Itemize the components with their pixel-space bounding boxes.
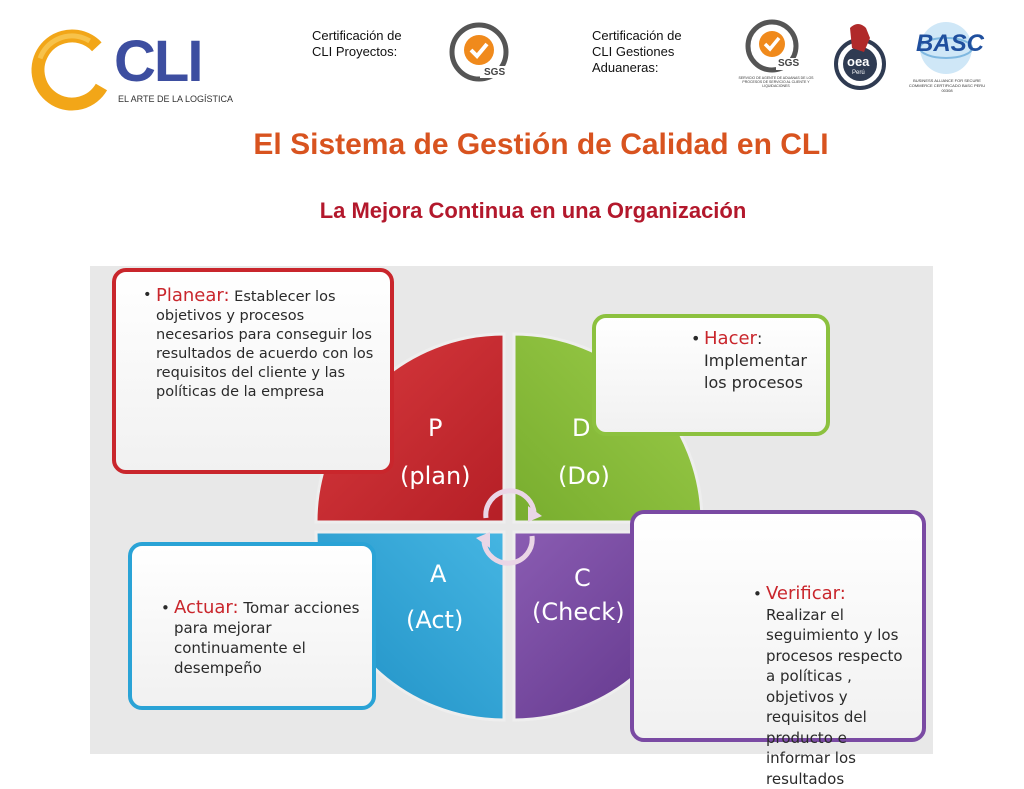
act-bullet: Actuar: Tomar acciones para mejorar cont… [161,597,362,678]
sgs-customs-badge: SGS SERVICIO DE AGENTE DE ADUANAS DE LOS… [738,18,814,94]
cli-logo: CLI EL ARTE DE LA LOGÍSTICA [22,24,233,116]
do-word: (Do) [558,462,610,490]
oea-sublabel: Perú [852,70,865,76]
plan-letter: P [428,414,443,442]
check-card: Verificar: Realizar el seguimiento y los… [630,510,926,788]
basc-caption: BUSINESS ALLIANCE FOR SECURE COMMERCE CE… [908,78,986,93]
oea-badge: oea Perú [830,18,890,92]
page-title: El Sistema de Gestión de Calidad en CLI [253,128,829,161]
act-card: Actuar: Tomar acciones para mejorar cont… [128,542,376,710]
plan-keyword: Planear: [156,285,230,306]
logo-tagline: EL ARTE DE LA LOGÍSTICA [118,94,234,104]
page-subtitle: La Mejora Continua en una Organización [319,198,747,223]
cert-projects-label: Certificación de CLI Proyectos: [312,28,402,59]
do-keyword: Hacer [704,328,757,349]
act-description: Tomar acciones para mejorar continuament… [174,599,360,677]
check-bullet: Verificar: Realizar el seguimiento y los… [753,583,908,789]
check-description: Realizar el seguimiento y los procesos r… [766,605,903,788]
cycle-arrows-icon [481,488,537,566]
plan-card: Planear: Establecer los objetivos y proc… [112,268,394,474]
act-keyword: Actuar: [174,597,239,618]
plan-description: Establecer los objetivos y procesos nece… [156,289,374,400]
act-letter: A [430,560,447,588]
logo-letters: CLI [114,29,203,94]
cert-customs-label: Certificación de CLI Gestiones Aduaneras… [592,28,682,75]
oea-label: oea [847,54,870,69]
sgs-iso-badge: SGS [446,22,512,84]
plan-word: (plan) [400,462,471,490]
do-bullet: Hacer: Implementar los procesos [691,328,816,394]
do-description: Implementar los procesos [704,351,807,392]
do-colon: : [756,329,763,348]
sgs-customs-caption: SERVICIO DE AGENTE DE ADUANAS DE LOS PRO… [738,76,814,88]
basc-label: BASC [916,30,985,57]
plan-bullet: Planear: Establecer los objetivos y proc… [143,285,380,402]
check-letter: C [574,564,591,592]
sgs-customs-label: SGS [778,58,800,69]
act-word: (Act) [406,606,464,634]
do-letter: D [572,414,591,442]
check-keyword: Verificar: [766,583,846,604]
basc-badge: BASC BUSINESS ALLIANCE FOR SECURE COMMER… [904,20,990,96]
sgs-label: SGS [484,67,506,78]
do-card: Hacer: Implementar los procesos [592,314,830,436]
check-word: (Check) [532,598,625,626]
